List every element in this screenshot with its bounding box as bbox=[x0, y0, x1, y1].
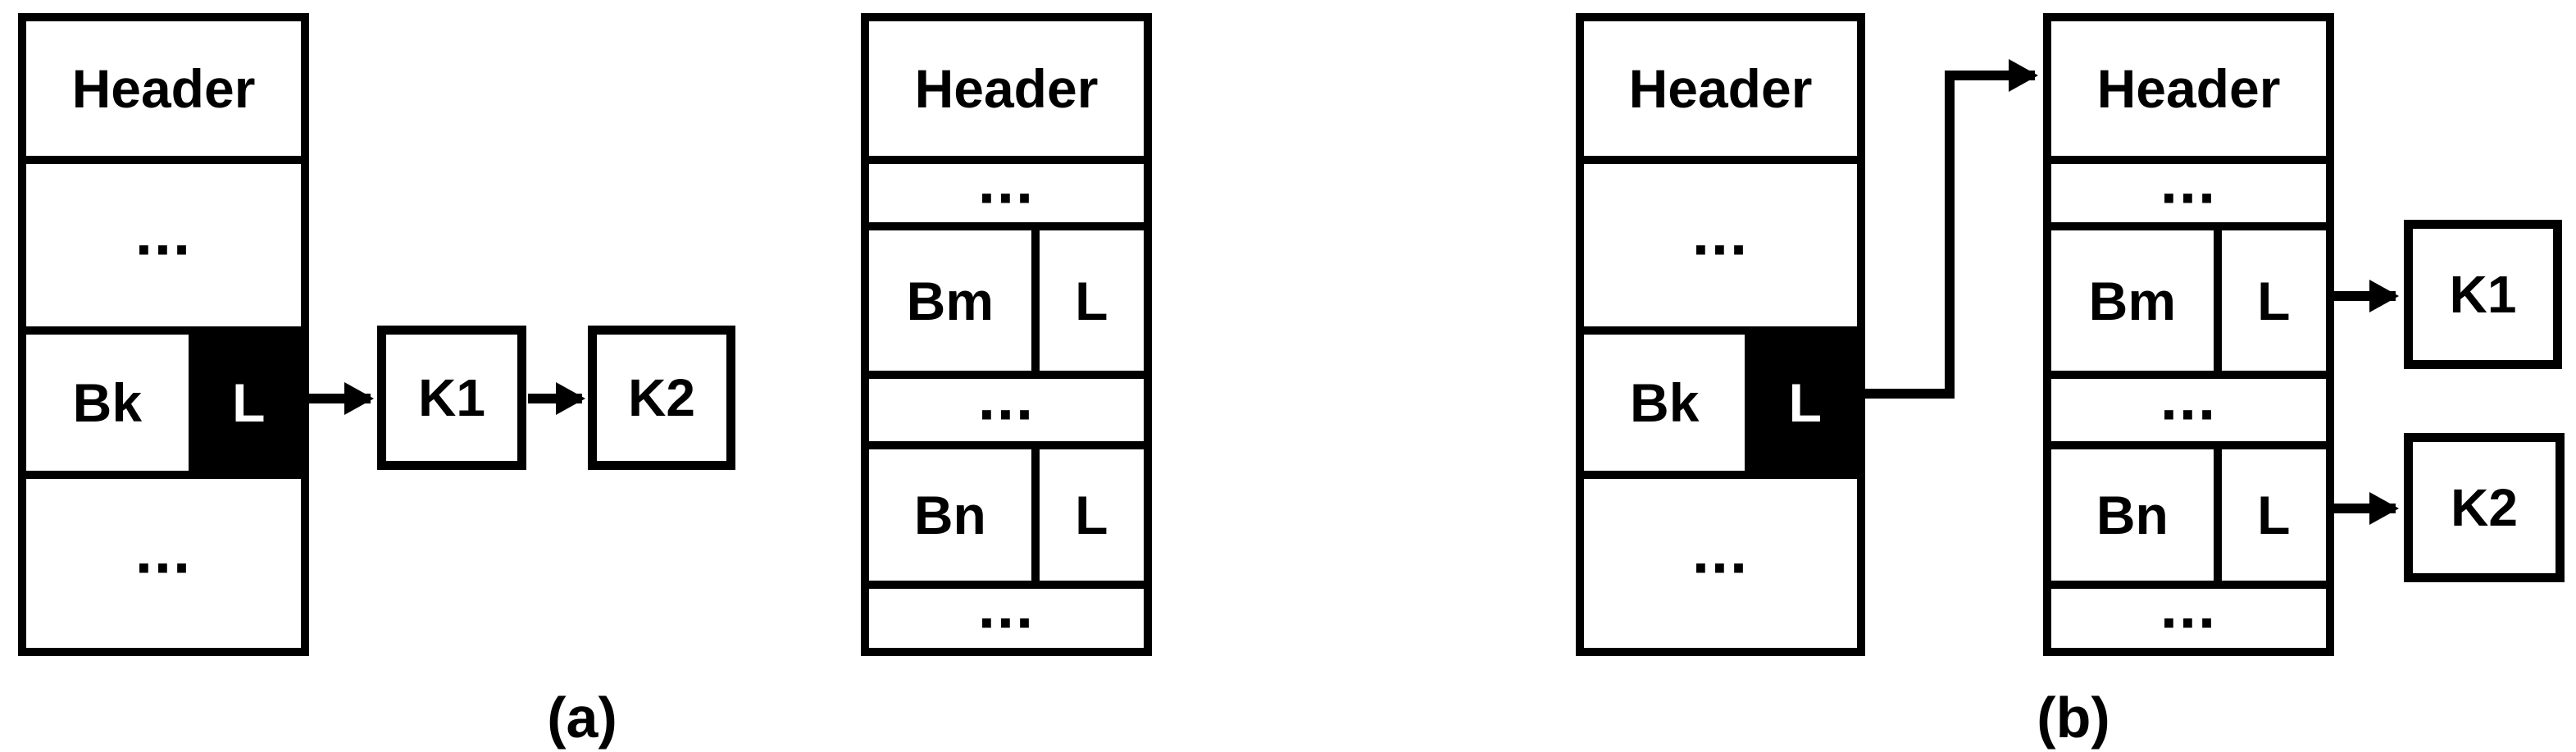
ellipsis-label: ... bbox=[1691, 517, 1750, 587]
panel-a-link-page: Header ... Bm L ... Bn L ... bbox=[861, 13, 1152, 656]
link-slot-label: L bbox=[1788, 372, 1822, 433]
key-node-k1: K1 bbox=[377, 326, 526, 470]
key-node-label: K2 bbox=[628, 368, 695, 427]
ellipsis-label: ... bbox=[2160, 363, 2218, 434]
bucket-label: Bn bbox=[2096, 485, 2169, 545]
bucket-cell: Bk bbox=[26, 335, 197, 471]
key-node-label: K1 bbox=[2449, 265, 2517, 324]
key-node-k2: K2 bbox=[588, 326, 735, 470]
bucket-entry-row: Bm L bbox=[869, 222, 1144, 371]
bucket-cell: Bn bbox=[2051, 449, 2222, 581]
bucket-label: Bn bbox=[913, 485, 986, 545]
bucket-cell: Bm bbox=[869, 230, 1040, 371]
bucket-entry-row: Bk L bbox=[26, 326, 301, 471]
link-slot-cell: L bbox=[2221, 449, 2326, 581]
ellipsis-row: ... bbox=[2051, 576, 2326, 648]
panel-b-bucket-page: Header ... Bk L ... bbox=[1576, 13, 1865, 656]
ellipsis-row: ... bbox=[2051, 150, 2326, 222]
header-row: Header bbox=[869, 21, 1144, 156]
bucket-entry-row: Bn L bbox=[2051, 441, 2326, 581]
ellipsis-label: ... bbox=[1691, 198, 1750, 269]
header-row: Header bbox=[1584, 21, 1857, 156]
ellipsis-row: ... bbox=[1584, 156, 1857, 326]
link-slot-label: L bbox=[232, 372, 266, 433]
ellipsis-label: ... bbox=[977, 363, 1035, 434]
ellipsis-row: ... bbox=[2051, 367, 2326, 441]
panel-b-caption: (b) bbox=[2037, 686, 2110, 750]
link-slot-cell: L bbox=[1039, 449, 1144, 581]
header-label: Header bbox=[1628, 58, 1813, 119]
bucket-label: Bm bbox=[906, 270, 994, 331]
panel-a-caption: (a) bbox=[547, 686, 617, 750]
link-slot-label: L bbox=[1075, 270, 1108, 331]
link-slot-cell: L bbox=[2221, 230, 2326, 371]
ellipsis-row: ... bbox=[26, 471, 301, 648]
key-node-k1: K1 bbox=[2404, 220, 2562, 369]
ellipsis-row: ... bbox=[869, 576, 1144, 648]
ellipsis-label: ... bbox=[2160, 572, 2218, 642]
header-row: Header bbox=[2051, 21, 2326, 156]
key-node-label: K2 bbox=[2451, 478, 2518, 537]
panel-b-link-page: Header ... Bm L ... Bn L ... bbox=[2043, 13, 2334, 656]
header-row: Header bbox=[26, 21, 301, 156]
header-label: Header bbox=[2096, 58, 2281, 119]
link-slot-label: L bbox=[1075, 485, 1108, 545]
link-slot-cell: L bbox=[1753, 335, 1857, 471]
bucket-cell: Bm bbox=[2051, 230, 2222, 371]
key-node-label: K1 bbox=[418, 368, 485, 427]
bucket-cell: Bk bbox=[1584, 335, 1754, 471]
bucket-entry-row: Bk L bbox=[1584, 326, 1857, 471]
link-slot-label: L bbox=[2257, 485, 2291, 545]
ellipsis-row: ... bbox=[26, 156, 301, 326]
ellipsis-label: ... bbox=[977, 572, 1035, 642]
bucket-label: Bk bbox=[72, 372, 143, 433]
bucket-entry-row: Bm L bbox=[2051, 222, 2326, 371]
ellipsis-row: ... bbox=[869, 367, 1144, 441]
ellipsis-label: ... bbox=[134, 517, 193, 587]
bucket-label: Bm bbox=[2088, 270, 2177, 331]
ellipsis-label: ... bbox=[134, 198, 193, 269]
header-label: Header bbox=[914, 58, 1099, 119]
bucket-entry-row: Bn L bbox=[869, 441, 1144, 581]
arrow-l-to-link-page bbox=[1859, 59, 2038, 399]
header-label: Header bbox=[71, 58, 256, 119]
bucket-cell: Bn bbox=[869, 449, 1040, 581]
ellipsis-label: ... bbox=[2160, 146, 2218, 216]
key-node-k2: K2 bbox=[2404, 433, 2565, 582]
ellipsis-row: ... bbox=[869, 150, 1144, 222]
bucket-label: Bk bbox=[1630, 372, 1700, 433]
link-slot-label: L bbox=[2257, 270, 2291, 331]
link-slot-cell: L bbox=[1039, 230, 1144, 371]
link-slot-cell: L bbox=[196, 335, 301, 471]
panel-a-bucket-page: Header ... Bk L ... bbox=[18, 13, 309, 656]
ellipsis-row: ... bbox=[1584, 471, 1857, 648]
ellipsis-label: ... bbox=[977, 146, 1035, 216]
